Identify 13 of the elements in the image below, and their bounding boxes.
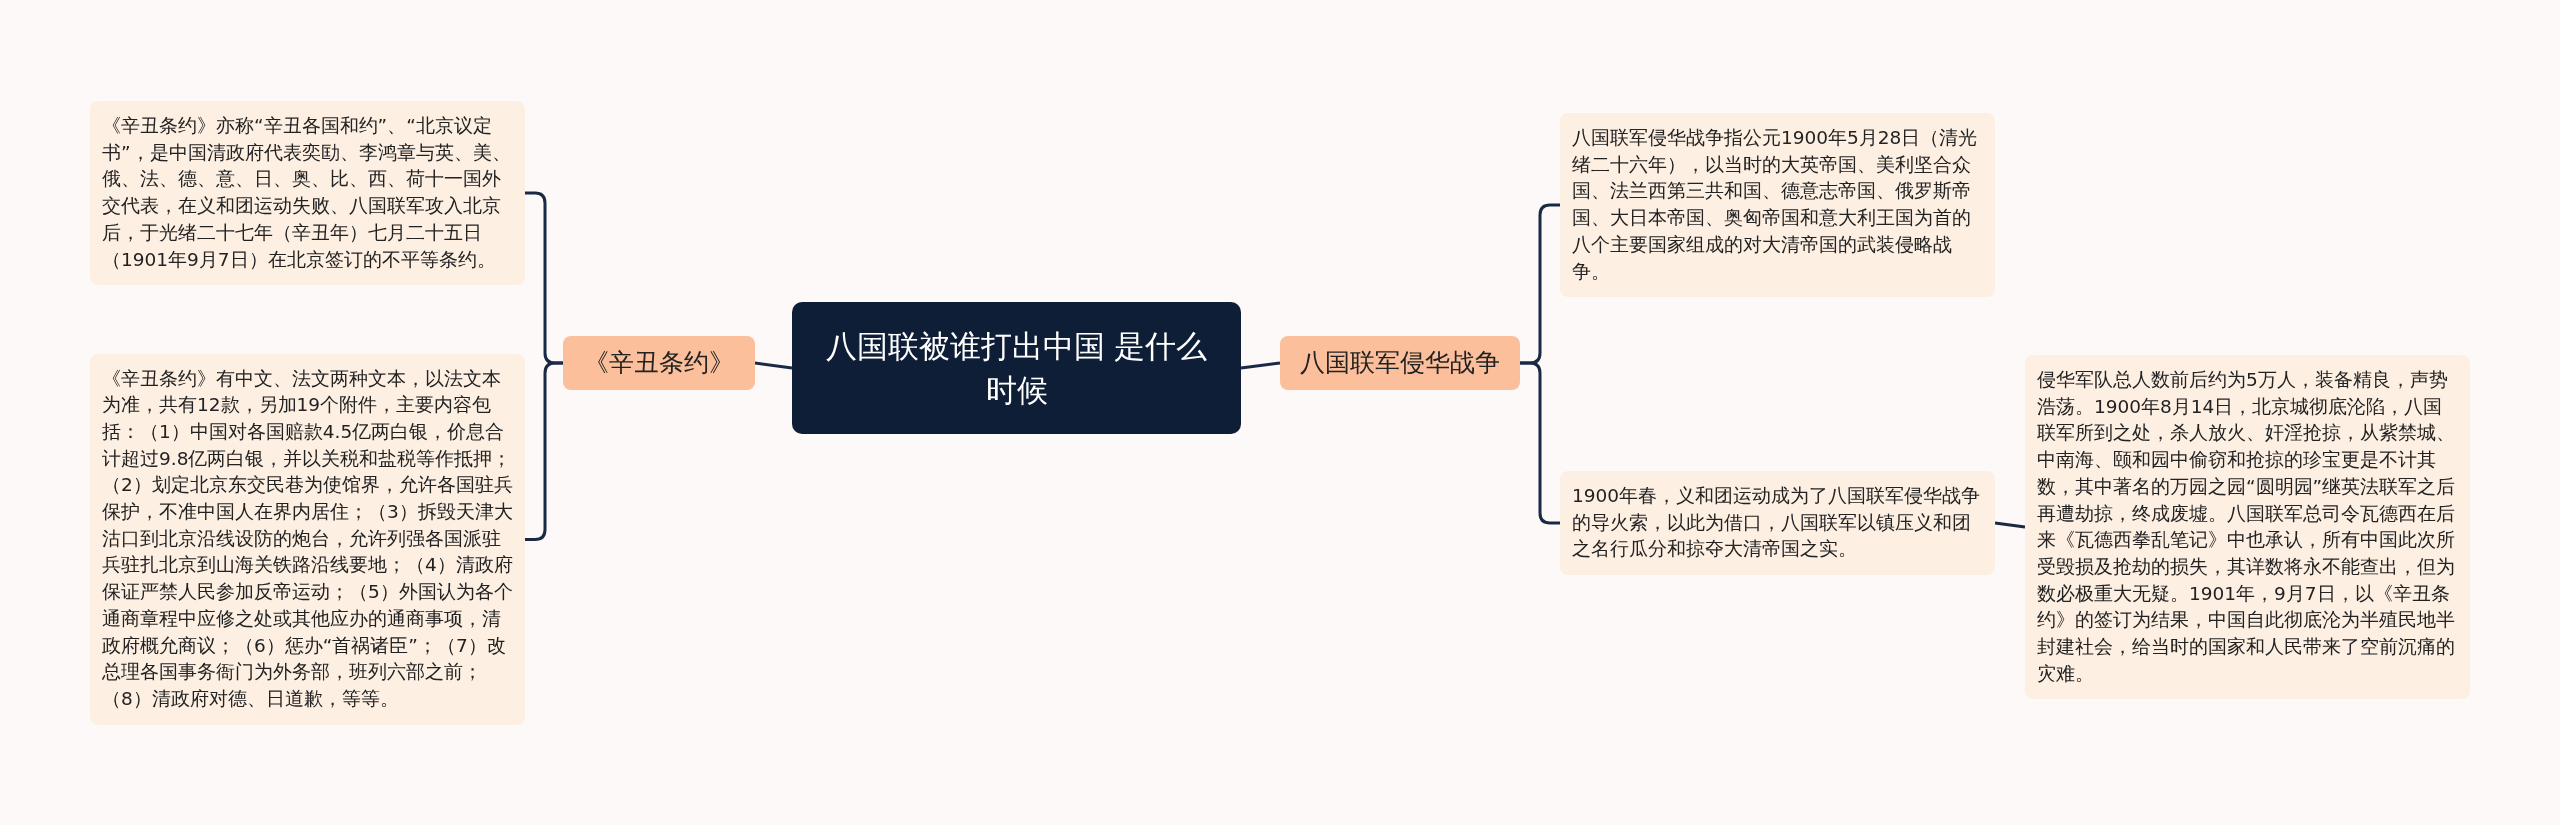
note-box: 《辛丑条约》有中文、法文两种文本，以法文本为准，共有12款，另加19个附件，主要内容包括：（1）中国对各国赔款4.5亿两白银，价息合计超过9.8亿两白银，并以关税和盐税等作抵押；（2）划定北京东交民巷为使馆界，允许各国驻兵保护，不准中国人在界内居住；（3）拆毁天津大沽口到北京沿线设防的炮台，允许列强各国派驻兵驻扎北京到山海关铁路沿线要地；（4）清政府保证严禁人民参加反帝运动；（5）外国认为各个通商章程中应修之处或其他应办的通商事项，清政府概允商议；（6）惩办“首祸诸臣”；（7）改总理各国事务衙门为外务部，班列六部之前；（8）清政府对德、日道歉，等等。 <box>90 353 525 725</box>
note-box: 侵华军队总人数前后约为5万人，装备精良，声势浩荡。1900年8月14日，北京城彻底沦陷，八国联军所到之处，杀人放火、奸淫抢掠，从紫禁城、中南海、颐和园中偷窃和抢掠的珍宝更是不计其数，其中著名的万园之园“圆明园”继英法联军之后再遭劫掠，终成废墟。八国联军总司令瓦德西在后来《瓦德西拳乱笔记》中也承认，所有中国此次所受毁损及抢劫的损失，其详数将永不能查出，但为数必极重大无疑。1901年，9月7日，以《辛丑条约》的签订为结果，中国自此彻底沦为半殖民地半封建社会，给当时的国家和人民带来了空前沉痛的灾难。 <box>2025 355 2470 700</box>
connector-line <box>1240 361 1281 370</box>
connector-line <box>1994 521 2026 529</box>
topic-box: 八国联军侵华战争 <box>1280 336 1520 390</box>
note-box: 1900年春，义和团运动成为了八国联军侵华战争的导火索，以此为借口，八国联军以镇压义和团之名行瓜分和掠夺大清帝国之实。 <box>1560 471 1995 576</box>
central-topic-box: 八国联被谁打出中国 是什么时候 <box>792 302 1241 434</box>
note-box: 八国联军侵华战争指公元1900年5月28日（清光绪二十六年），以当时的大英帝国、美利坚合众国、法兰西第三共和国、德意志帝国、俄罗斯帝国、大日本帝国、奥匈帝国和意大利王国为首的八个主要国家组成的对大清帝国的武装侵略战争。 <box>1560 113 1995 298</box>
connector-line <box>525 361 563 541</box>
connector-line <box>1520 361 1560 525</box>
topic-box: 《辛丑条约》 <box>563 336 755 390</box>
note-box: 《辛丑条约》亦称“辛丑各国和约”、“北京议定书”，是中国清政府代表奕劻、李鸿章与英、美、俄、法、德、意、日、奥、比、西、荷十一国外交代表，在义和团运动失败、八国联军攻入北京后，于光绪二十七年（辛丑年）七月二十五日（1901年9月7日）在北京签订的不平等条约。 <box>90 101 525 286</box>
connector-line <box>754 361 793 370</box>
